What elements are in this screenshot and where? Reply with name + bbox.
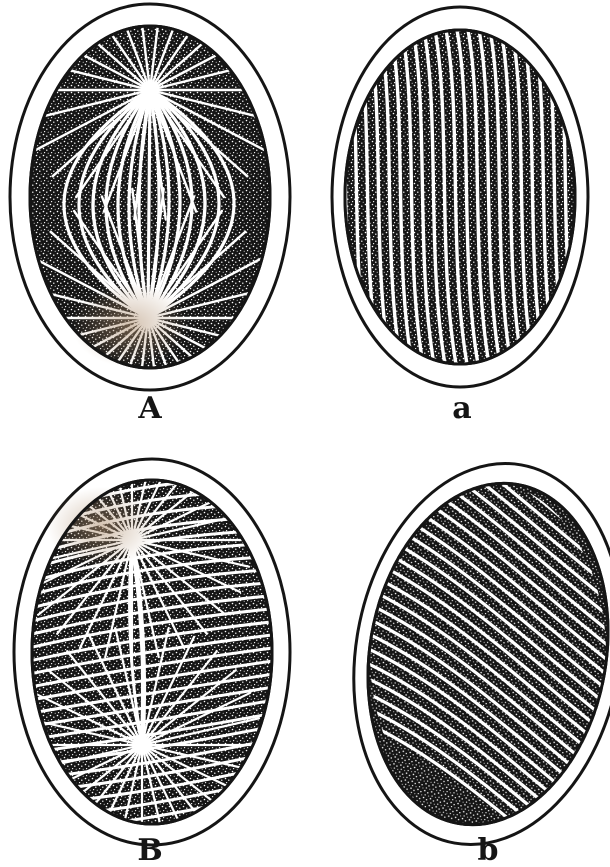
panel-B: B: [12, 420, 290, 867]
panel-label-b: b: [478, 833, 499, 867]
panel-a: a: [325, 7, 600, 426]
panel-label-a: a: [452, 391, 471, 426]
panel-label-A: A: [137, 391, 162, 426]
panel-A-fibre: [148, 90, 150, 318]
panel-A: A: [10, 0, 290, 447]
panel-label-B: B: [137, 833, 162, 867]
